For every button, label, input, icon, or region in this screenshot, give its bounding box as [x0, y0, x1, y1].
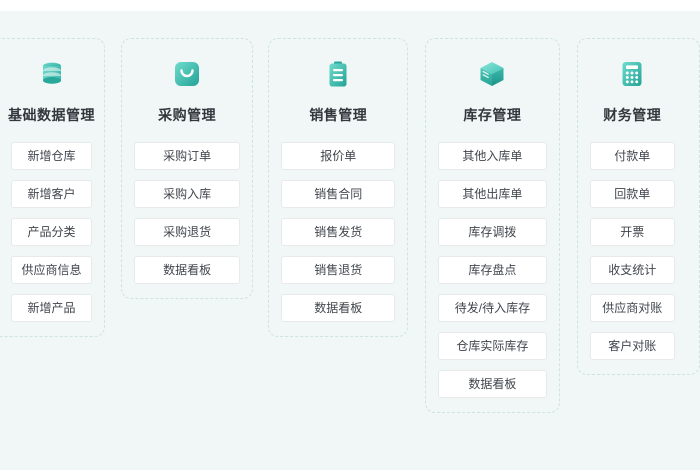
module-card-purchase[interactable]: 采购管理 采购订单 采购入库 采购退货 数据看板 — [121, 38, 254, 299]
module-item-list: 新增仓库 新增客户 产品分类 供应商信息 新增产品 — [11, 142, 92, 322]
module-item[interactable]: 开票 — [589, 218, 675, 246]
module-item[interactable]: 其他入库单 — [438, 142, 547, 170]
module-item[interactable]: 销售发货 — [281, 218, 396, 246]
calculator-icon — [615, 57, 649, 91]
module-title: 财务管理 — [603, 107, 662, 123]
module-title: 采购管理 — [158, 107, 217, 123]
module-title: 销售管理 — [309, 107, 368, 123]
module-card-sales[interactable]: 销售管理 报价单 销售合同 销售发货 销售退货 数据看板 — [268, 38, 409, 337]
module-item[interactable]: 收支统计 — [589, 256, 675, 284]
module-title: 基础数据管理 — [8, 107, 95, 123]
module-item[interactable]: 仓库实际库存 — [438, 332, 547, 360]
module-item[interactable]: 采购订单 — [134, 142, 241, 170]
box-3d-icon — [475, 57, 509, 91]
module-item[interactable]: 库存调拨 — [438, 218, 547, 246]
module-item[interactable]: 产品分类 — [11, 218, 92, 246]
module-item[interactable]: 回款单 — [589, 180, 675, 208]
module-item[interactable]: 其他出库单 — [438, 180, 547, 208]
module-item[interactable]: 付款单 — [589, 142, 675, 170]
database-icon — [35, 57, 69, 91]
module-item-list: 其他入库单 其他出库单 库存调拨 库存盘点 待发/待入库存 仓库实际库存 数据看… — [438, 142, 547, 398]
module-item[interactable]: 新增仓库 — [11, 142, 92, 170]
module-item[interactable]: 报价单 — [281, 142, 396, 170]
clipboard-icon — [321, 57, 355, 91]
module-item[interactable]: 采购退货 — [134, 218, 241, 246]
module-item-list: 付款单 回款单 开票 收支统计 供应商对账 客户对账 — [589, 142, 675, 360]
module-title: 库存管理 — [463, 107, 522, 123]
shopping-bag-icon — [170, 57, 204, 91]
module-item[interactable]: 销售退货 — [281, 256, 396, 284]
module-item[interactable]: 采购入库 — [134, 180, 241, 208]
module-item[interactable]: 库存盘点 — [438, 256, 547, 284]
module-item[interactable]: 新增客户 — [11, 180, 92, 208]
module-item[interactable]: 数据看板 — [438, 370, 547, 398]
module-item[interactable]: 销售合同 — [281, 180, 396, 208]
module-card-finance[interactable]: 财务管理 付款单 回款单 开票 收支统计 供应商对账 客户对账 — [576, 38, 700, 375]
module-item-list: 采购订单 采购入库 采购退货 数据看板 — [134, 142, 241, 284]
module-item[interactable]: 待发/待入库存 — [438, 294, 547, 322]
module-item[interactable]: 供应商对账 — [589, 294, 675, 322]
module-item[interactable]: 供应商信息 — [11, 256, 92, 284]
module-item[interactable]: 数据看板 — [281, 294, 396, 322]
module-card-basic-data[interactable]: 基础数据管理 新增仓库 新增客户 产品分类 供应商信息 新增产品 — [0, 38, 105, 337]
module-item[interactable]: 客户对账 — [589, 332, 675, 360]
module-card-inventory[interactable]: 库存管理 其他入库单 其他出库单 库存调拨 库存盘点 待发/待入库存 仓库实际库… — [425, 38, 560, 413]
module-item-list: 报价单 销售合同 销售发货 销售退货 数据看板 — [281, 142, 396, 322]
module-item[interactable]: 数据看板 — [134, 256, 241, 284]
module-item[interactable]: 新增产品 — [11, 294, 92, 322]
